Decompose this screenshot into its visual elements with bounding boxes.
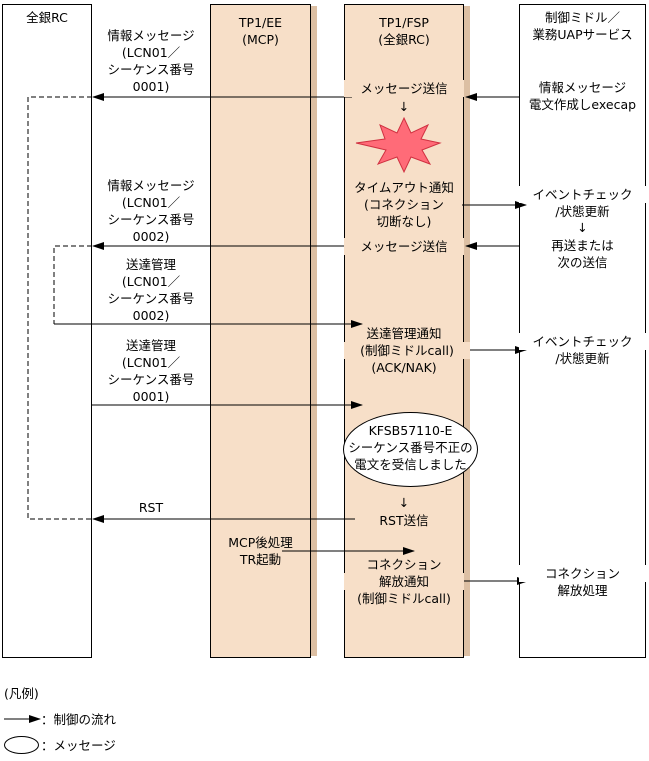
label-msg2-line3: シーケンス番号: [107, 212, 195, 227]
label-error-line1: KFSB57110-E: [368, 423, 453, 438]
header-control-middle-line1: 制御ミドル／: [544, 10, 620, 25]
column-tp1-ee: [210, 4, 311, 658]
label-release-line1: コネクション: [366, 557, 442, 572]
label-arrow-down1: ↓: [398, 99, 410, 114]
label-timeout-line3: 切断なし): [376, 214, 432, 229]
header-control-middle-line2: 業務UAPサービス: [532, 27, 633, 42]
label-timeout-line1: タイムアウト通知: [354, 180, 454, 195]
column-tp1-fsp-depth: [464, 6, 470, 656]
header-tp1-ee-line2: (MCP): [242, 32, 279, 47]
label-msg1-line1: 情報メッセージ: [107, 28, 195, 43]
label-release-line3: (制御ミドルcall): [357, 591, 451, 606]
label-ack2-line1: 送達管理: [125, 338, 176, 353]
label-msg2-line1: 情報メッセージ: [107, 178, 195, 193]
legend-control-flow: ：制御の流れ: [41, 712, 117, 727]
dashed-msg2-to-ack1: [53, 245, 92, 324]
label-release-proc-line1: コネクション: [519, 565, 646, 582]
label-msg2-line2: (LCN01／: [121, 195, 181, 210]
label-event1-line3: ↓: [577, 220, 588, 235]
header-tp1-fsp-line2: (全銀RC): [378, 32, 430, 47]
label-resend-line1: 再送または: [551, 238, 614, 253]
label-ack-notify-line1: 送達管理通知: [366, 326, 442, 341]
label-ack1-line3: シーケンス番号: [107, 291, 195, 306]
label-send1: メッセージ送信: [344, 80, 464, 97]
column-control-middle: [519, 4, 646, 658]
label-ack1-line1: 送達管理: [125, 257, 176, 272]
label-rst-send: RST送信: [379, 513, 429, 528]
label-ack2-line4: 0001): [132, 389, 170, 404]
timeout-burst-icon: [355, 116, 442, 174]
label-release-proc-line2: 解放処理: [557, 583, 608, 598]
label-create-line1: 情報メッセージ: [538, 80, 627, 95]
label-rst: RST: [138, 500, 164, 515]
label-ack2-line2: (LCN01／: [121, 355, 181, 370]
label-msg1-line4: 0001): [132, 79, 170, 94]
label-ack-notify-line3: (ACK/NAK): [371, 360, 437, 375]
column-tp1-ee-depth: [311, 6, 317, 656]
header-tp1-ee-line1: TP1/EE: [238, 15, 283, 30]
header-zengin-rc: 全銀RC: [26, 10, 68, 25]
label-error-line2: シーケンス番号不正の: [348, 440, 473, 455]
label-event2-line2: /状態更新: [555, 351, 610, 366]
label-mcp-line1: MCP後処理: [228, 535, 293, 550]
label-mcp-line2: TR起動: [239, 552, 282, 567]
label-timeout-line2: (コネクション: [364, 197, 444, 212]
label-ack-notify-line2: (制御ミドルcall): [344, 342, 470, 359]
label-msg1-line2: (LCN01／: [121, 45, 181, 60]
column-zengin-rc: [2, 4, 92, 658]
label-event1-line1: イベントチェック: [519, 186, 646, 203]
legend-message: ：メッセージ: [41, 738, 116, 753]
label-ack2-line3: シーケンス番号: [107, 372, 195, 387]
label-event1-line2: /状態更新: [555, 204, 610, 219]
label-ack1-line2: (LCN01／: [121, 274, 181, 289]
label-ack1-line4: 0002): [132, 308, 170, 323]
label-create-line2: 電文作成しexecap: [528, 97, 637, 112]
label-event2-line1: イベントチェック: [519, 333, 646, 350]
label-resend-line2: 次の送信: [557, 255, 608, 270]
legend-message-icon: [4, 736, 39, 754]
label-msg2-line4: 0002): [132, 229, 170, 244]
label-send2: メッセージ送信: [344, 238, 464, 255]
dashed-msg1-to-rst: [27, 96, 92, 520]
label-msg1-line3: シーケンス番号: [107, 62, 195, 77]
error-message-bubble: [343, 412, 478, 487]
label-release-line2: 解放通知: [344, 573, 464, 590]
legend-title: (凡例): [4, 686, 39, 701]
label-error-line3: 電文を受信しました: [354, 457, 467, 472]
header-tp1-fsp-line1: TP1/FSP: [379, 15, 429, 30]
label-arrow-down2: ↓: [398, 495, 410, 510]
